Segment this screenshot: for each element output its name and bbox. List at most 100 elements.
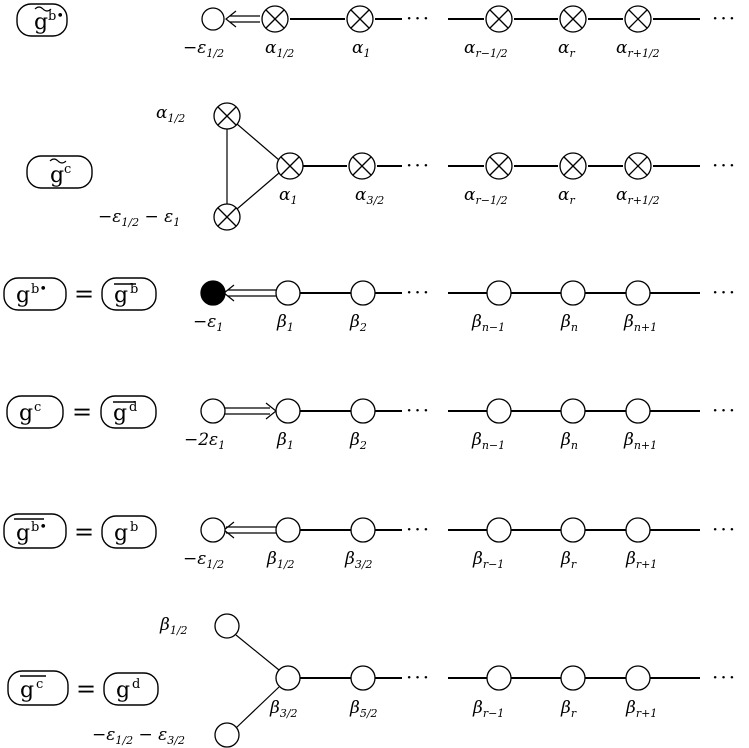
tilde-mark [34,6,52,12]
row-2-label-3: α3/2 [355,185,384,207]
row-6-label-4: βr−1 [472,698,504,720]
row-5-rhs-badge: g b [101,515,157,549]
row-6-lhs-sup: c [36,677,43,692]
row-1-label-5: αr+1/2 [616,38,660,60]
row-1: g b• ··· ··· [16,3,737,60]
row-2-edge-bottom-hub [236,172,280,210]
row-2-dots: ··· [406,153,431,177]
row-4-label-4: βn [560,430,578,452]
row-4-node-1 [275,398,301,424]
row-5-label-5: βr+1 [625,549,657,571]
row-3-label-5: βn+1 [623,312,657,334]
row-4-lhs-base: g [19,401,33,426]
row-3: g b• = g b ··· ··· −ε1 β1 β2 βn−1 βn β [3,277,735,334]
row-4-arrow-head [265,402,277,420]
row-5-node-4 [560,517,586,543]
row-5-trailing-dots: ··· [712,517,737,541]
row-6-label-1: −ε1/2 − ε3/2 [92,725,185,747]
row-3-label-4: βn [560,312,578,334]
row-6-rhs-sup: d [132,677,140,692]
row-1-label-3: αr−1/2 [464,38,508,60]
row-2-edge-top-hub [236,123,280,161]
row-4-equals: = [72,398,92,426]
row-2-node-hub [276,152,304,180]
row-6-node-hub [275,665,301,691]
row-6-node-5 [625,665,651,691]
row-1-node-0 [201,7,225,31]
row-5-rhs-sup: b [130,520,138,535]
row-5-label-3: βr−1 [472,549,504,571]
row-4-node-5 [625,398,651,424]
row-4-dots: ··· [406,398,431,422]
row-5-node-3 [486,517,512,543]
row-6-rhs-badge: g d [103,672,159,706]
row-2-node-bottom [213,203,241,231]
tilde-mark [49,158,67,164]
row-2-node-5 [624,152,652,180]
row-1-trailing-dots: ··· [712,6,737,30]
row-1-arrow-head [225,10,237,28]
row-6-node-top [214,613,240,639]
row-1-dots: ··· [406,6,431,30]
row-2-label-0: α1/2 [156,103,185,125]
row-2-label-5: αr [558,185,575,207]
row-4-label-5: βn+1 [623,430,657,452]
row-3-node-0 [200,280,226,306]
row-6-node-4 [560,665,586,691]
row-2-node-2 [348,152,376,180]
row-6-trailing-dots: ··· [712,665,737,689]
row-4-lhs-sup: c [34,400,41,415]
row-1-label-2: α1 [352,38,370,60]
row-5-lhs-base: g [16,521,30,546]
row-4-label-1: β1 [276,430,294,452]
row-2-trailing-dots: ··· [712,153,737,177]
row-3-node-1 [275,280,301,306]
row-4: g c = g d ··· ··· −2ε1 β1 β2 βn−1 βn β [6,395,737,452]
row-3-lhs-badge: g b• [3,277,67,311]
row-3-node-5 [625,280,651,306]
row-6-edge-bottom-hub [235,686,280,729]
row-1-lhs-sup: b• [48,9,64,24]
row-6: g c = g d ··· ··· β1/2 −ε1/2 − ε3/2 β3/2… [7,613,737,748]
row-3-label-0: −ε1 [193,312,223,334]
row-4-rhs-badge: g d [100,395,157,429]
row-6-lhs-badge: g c [7,670,69,706]
row-4-node-0 [200,398,226,424]
row-1-node-4 [559,5,587,33]
row-4-trailing-dots: ··· [712,398,737,422]
row-5-label-4: βr [560,549,577,571]
row-5-node-5 [625,517,651,543]
row-3-label-3: βn−1 [471,312,505,334]
row-2-lhs-base: g [50,163,64,188]
row-1-label-4: αr [558,38,575,60]
row-1-lhs-badge: g b• [16,3,68,37]
row-6-label-5: βr [560,698,577,720]
row-6-node-3 [486,665,512,691]
row-6-label-3: β5/2 [349,698,378,720]
row-2-lhs-badge: g c [26,155,93,189]
row-3-equals: = [74,280,94,308]
row-6-label-6: βr+1 [625,698,657,720]
row-3-label-1: β1 [276,312,294,334]
row-3-node-3 [486,280,512,306]
row-5-node-2 [350,517,376,543]
row-6-label-0: β1/2 [159,615,188,637]
row-1-node-2 [346,5,374,33]
row-2-node-3 [485,152,513,180]
row-5-label-1: β1/2 [266,549,295,571]
row-4-label-0: −2ε1 [184,430,225,452]
row-6-edge-top-hub [235,634,280,671]
row-2-node-4 [559,152,587,180]
row-2-node-top [213,102,241,130]
row-2-lhs-sup: c [64,162,71,177]
row-1-label-1: α1/2 [265,38,294,60]
row-4-rhs-base: g [113,401,127,426]
row-2: g c ··· ··· [26,102,737,231]
row-6-label-2: β3/2 [269,698,298,720]
row-4-lhs-badge: g c [6,395,64,429]
row-3-lhs-base: g [16,283,30,308]
row-1-lhs-base: g [34,10,48,35]
row-5: g b• = g b ··· ··· −ε1/2 β1/2 β3/2 βr−1 … [3,513,737,571]
row-1-node-1 [261,5,289,33]
